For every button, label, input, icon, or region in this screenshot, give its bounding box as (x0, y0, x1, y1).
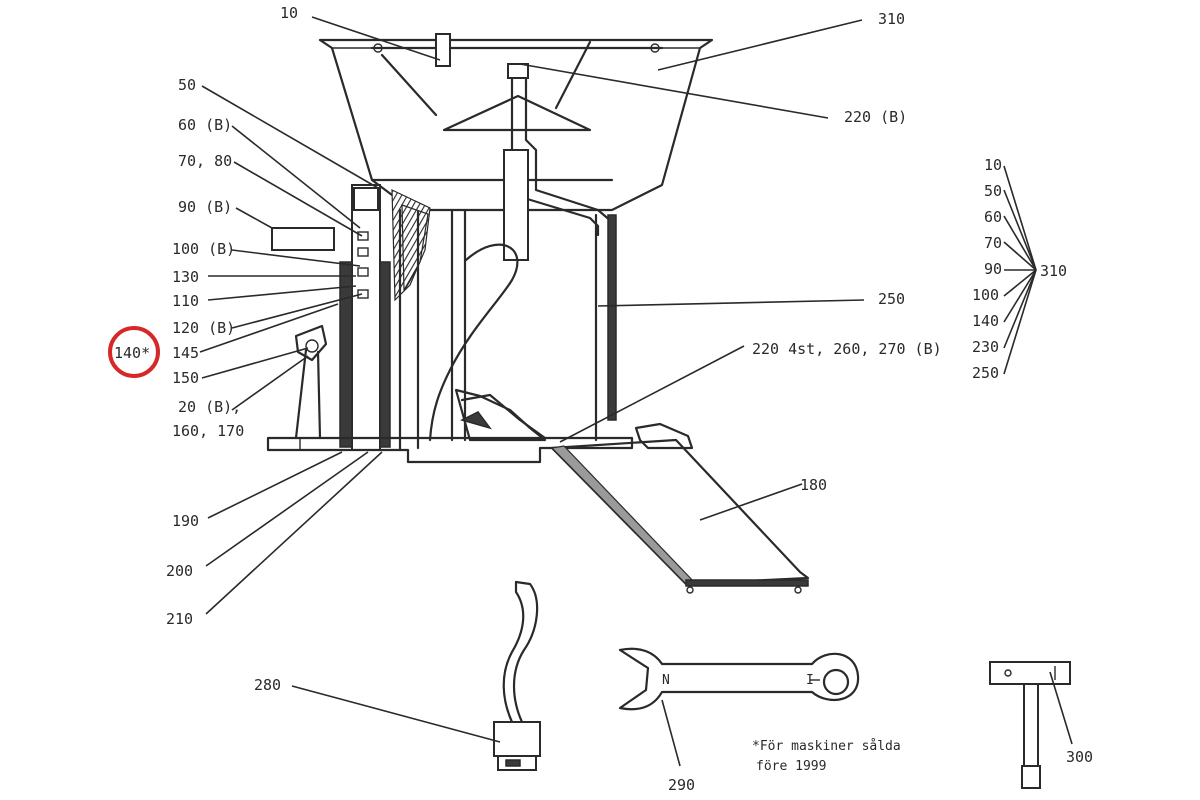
group-item-4: 90 (984, 260, 1002, 278)
group-item-1: 50 (984, 182, 1002, 200)
label-150: 150 (172, 369, 199, 387)
label-300: 300 (1066, 748, 1093, 766)
label-90b: 90 (B) (178, 198, 232, 216)
group-item-2: 60 (984, 208, 1002, 226)
label-20b: 20 (B), (178, 398, 241, 416)
label-70-80: 70, 80 (178, 152, 232, 170)
group-item-3: 70 (984, 234, 1002, 252)
t-key (989, 661, 1071, 789)
group-item-7: 230 (972, 338, 999, 356)
group-item-5: 100 (972, 286, 999, 304)
leader-lines (199, 16, 1073, 767)
label-280: 280 (254, 676, 281, 694)
svg-text:N: N (662, 673, 670, 688)
hook-tool (493, 580, 541, 771)
group-item-6: 140 (972, 312, 999, 330)
label-160-170: 160, 170 (172, 422, 244, 440)
label-220-set: 220 4st, 260, 270 (B) (752, 340, 942, 358)
svg-text:I: I (806, 673, 814, 688)
label-210: 210 (166, 610, 193, 628)
label-220b: 220 (B) (844, 108, 907, 126)
label-110: 110 (172, 292, 199, 310)
label-290: 290 (668, 776, 695, 794)
group-item-0: 10 (984, 156, 1002, 174)
chute (550, 438, 810, 594)
label-190: 190 (172, 512, 199, 530)
label-200: 200 (166, 562, 193, 580)
label-10: 10 (280, 4, 298, 22)
group-item-8: 250 (972, 364, 999, 382)
label-310: 310 (878, 10, 905, 28)
housing-body (266, 149, 694, 464)
label-130: 130 (172, 268, 199, 286)
footnote-line-1: *För maskiner sålda (752, 739, 901, 754)
label-180: 180 (800, 476, 827, 494)
label-250: 250 (878, 290, 905, 308)
label-120b: 120 (B) (172, 319, 235, 337)
wrench: N I (618, 647, 860, 711)
label-140: 140* (114, 344, 150, 362)
label-50: 50 (178, 76, 196, 94)
label-145: 145 (172, 344, 199, 362)
label-100b: 100 (B) (172, 240, 235, 258)
footnote-line-2: före 1999 (756, 759, 826, 774)
label-60b: 60 (B) (178, 116, 232, 134)
group-target-310: 310 (1040, 262, 1067, 280)
highlight-circle (108, 326, 160, 378)
part-labels: 10 310 220 (B) 50 60 (B) 70, 80 90 (B) 1… (114, 4, 1093, 794)
